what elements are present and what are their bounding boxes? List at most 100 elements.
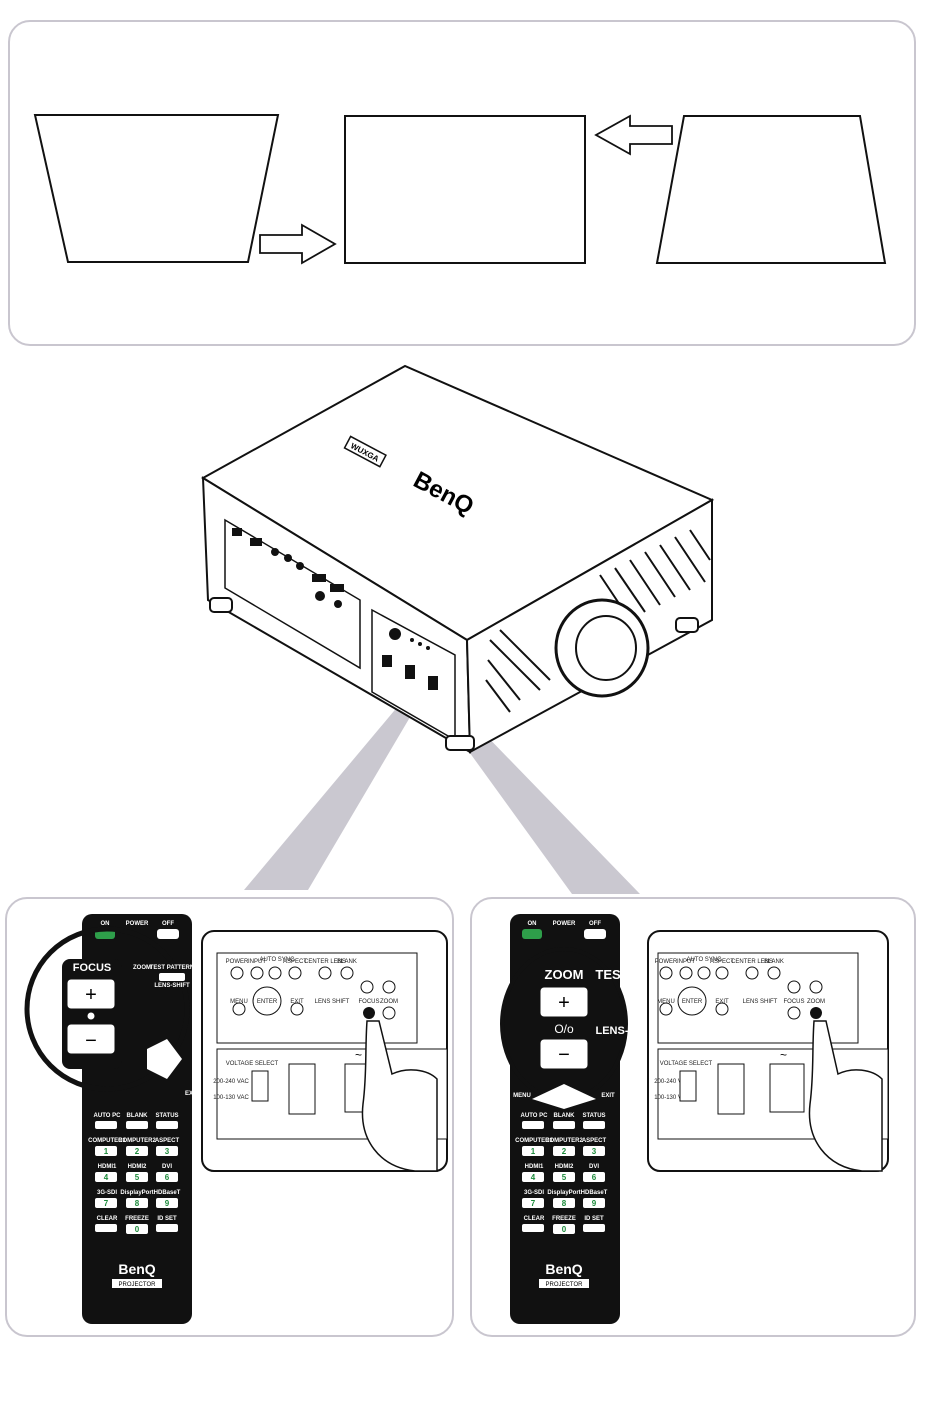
svg-text:EXIT: EXIT [715, 999, 729, 1005]
svg-text:3: 3 [592, 1147, 597, 1156]
svg-text:AUTO PC: AUTO PC [94, 1113, 122, 1119]
svg-text:TEST PATTERN: TEST PATTERN [150, 965, 194, 971]
svg-text:AUTO PC: AUTO PC [521, 1113, 549, 1119]
svg-text:VOLTAGE SELECT: VOLTAGE SELECT [226, 1061, 279, 1067]
zoom-label: ZOOM [545, 967, 584, 982]
svg-text:MENU: MENU [657, 999, 675, 1005]
svg-text:7: 7 [531, 1199, 536, 1208]
svg-text:ASPECT: ASPECT [710, 959, 734, 965]
pointing-finger [361, 1020, 438, 1172]
svg-text:HDMI1: HDMI1 [525, 1164, 544, 1170]
svg-text:AUTO SYNC: AUTO SYNC [687, 957, 723, 963]
svg-text:0: 0 [562, 1225, 567, 1234]
svg-text:1: 1 [531, 1147, 536, 1156]
svg-text:ASPECT: ASPECT [155, 1138, 180, 1144]
svg-text:LENS-: LENS- [596, 1025, 629, 1037]
svg-text:ZOOM: ZOOM [133, 965, 151, 971]
svg-text:FOCUS: FOCUS [359, 999, 380, 1005]
svg-text:200-240 VAC: 200-240 VAC [213, 1079, 249, 1085]
panel-zoom-button [810, 1007, 822, 1019]
svg-text:200-240 VAC: 200-240 VAC [654, 1079, 690, 1085]
zoom-minus-button [539, 1038, 589, 1070]
svg-text:~: ~ [355, 1048, 362, 1062]
svg-text:COMPUTER1: COMPUTER1 [515, 1138, 553, 1144]
svg-text:CENTER LENS: CENTER LENS [304, 959, 346, 965]
svg-text:BLANK: BLANK [764, 959, 784, 965]
focus-label: FOCUS [73, 962, 112, 974]
svg-text:POWER: POWER [126, 921, 149, 927]
io-panel [224, 518, 361, 670]
zoom-plus-button [539, 986, 589, 1018]
svg-text:5: 5 [562, 1173, 567, 1182]
focus-minus-button [66, 1023, 116, 1055]
svg-text:MENU: MENU [513, 1093, 531, 1099]
zoom-panel: ON POWER OFF ZOOM TEST LENS- + O/o − MEN… [470, 897, 916, 1337]
svg-text:+: + [558, 992, 570, 1014]
light-cone-left [244, 699, 416, 890]
svg-text:STATUS: STATUS [582, 1113, 605, 1119]
svg-text:ON: ON [528, 921, 537, 927]
svg-text:3G-SDI: 3G-SDI [524, 1190, 544, 1196]
svg-text:BenQ: BenQ [545, 1261, 582, 1277]
svg-text:~: ~ [780, 1048, 787, 1062]
svg-text:HDMI2: HDMI2 [128, 1164, 147, 1170]
svg-text:6: 6 [592, 1173, 597, 1182]
svg-text:ENTER: ENTER [257, 999, 278, 1005]
foot-left [209, 597, 233, 613]
svg-text:VOLTAGE SELECT: VOLTAGE SELECT [660, 1061, 713, 1067]
svg-text:3: 3 [165, 1147, 170, 1156]
svg-text:ENTER: ENTER [682, 999, 703, 1005]
svg-text:100-130 VAC: 100-130 VAC [654, 1095, 690, 1101]
svg-text:POWER: POWER [226, 959, 249, 965]
svg-text:HDBaseT: HDBaseT [581, 1190, 608, 1196]
svg-text:2: 2 [562, 1147, 567, 1156]
focus-magnifier [24, 926, 190, 1092]
svg-text:LENS-SHIFT: LENS-SHIFT [154, 983, 190, 989]
svg-text:HDMI2: HDMI2 [555, 1164, 574, 1170]
svg-text:BLANK: BLANK [127, 1113, 149, 1119]
svg-text:9: 9 [592, 1199, 597, 1208]
svg-text:5: 5 [135, 1173, 140, 1182]
svg-text:4: 4 [531, 1173, 536, 1182]
svg-text:PROJECTOR: PROJECTOR [119, 1282, 157, 1288]
svg-text:DisplayPort: DisplayPort [547, 1190, 580, 1196]
svg-text:BLANK: BLANK [337, 959, 357, 965]
svg-text:DisplayPort: DisplayPort [120, 1190, 153, 1196]
arrow-left-icon [594, 114, 673, 156]
corrected-rectangle [344, 115, 586, 264]
svg-text:CENTER LENS: CENTER LENS [731, 959, 773, 965]
svg-text:ZOOM: ZOOM [380, 999, 398, 1005]
svg-text:ID SET: ID SET [584, 1216, 604, 1222]
keystone-right-trapezoid [655, 115, 887, 264]
svg-text:8: 8 [562, 1199, 567, 1208]
svg-text:EXIT: EXIT [185, 1091, 199, 1097]
svg-text:ASPECT: ASPECT [582, 1138, 607, 1144]
svg-text:HDMI1: HDMI1 [98, 1164, 117, 1170]
pointing-finger-2 [808, 1020, 883, 1172]
svg-text:BLANK: BLANK [554, 1113, 576, 1119]
svg-text:ON: ON [101, 921, 110, 927]
svg-text:TEST: TEST [595, 967, 628, 982]
keystone-diagram [33, 114, 887, 265]
svg-text:LENS SHIFT: LENS SHIFT [315, 999, 350, 1005]
svg-text:PROJECTOR: PROJECTOR [546, 1282, 584, 1288]
svg-text:COMPUTER1: COMPUTER1 [88, 1138, 126, 1144]
projector-illustration: WUXGA BenQ [201, 364, 715, 894]
svg-text:ID SET: ID SET [157, 1216, 177, 1222]
svg-text:ZOOM: ZOOM [807, 999, 825, 1005]
svg-text:−: − [558, 1044, 570, 1066]
focus-panel: ON POWER OFF FOCUS + − ZOOM TEST PATTERN… [5, 897, 454, 1337]
remote-off-button [157, 929, 179, 939]
svg-text:OFF: OFF [589, 921, 601, 927]
svg-text:DVI: DVI [589, 1164, 599, 1170]
svg-text:COMPUTER2: COMPUTER2 [545, 1138, 583, 1144]
svg-text:3G-SDI: 3G-SDI [97, 1190, 117, 1196]
svg-text:0: 0 [135, 1225, 140, 1234]
svg-text:8: 8 [135, 1199, 140, 1208]
projector-lens-inner [575, 615, 637, 681]
zoom-illustration: ON POWER OFF ZOOM TEST LENS- + O/o − MEN… [500, 914, 889, 1324]
svg-text:−: − [85, 1030, 97, 1052]
svg-text:LENS SHIFT: LENS SHIFT [743, 999, 778, 1005]
svg-text:CLEAR: CLEAR [524, 1216, 545, 1222]
vent-grille [485, 529, 711, 713]
